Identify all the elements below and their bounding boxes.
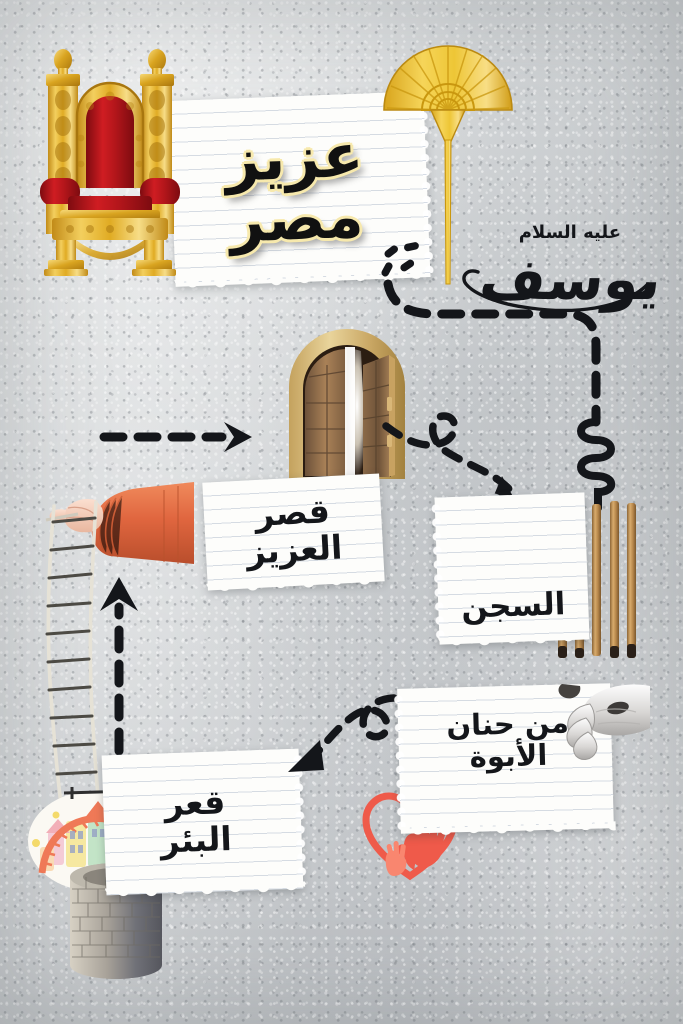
golden-throne-icon (40, 49, 180, 276)
calligraphy-yusuf: يوسف عليه السلام (452, 218, 667, 326)
palace-note-paper: قصر العزيز (202, 473, 385, 591)
egyptian-gold-fan-icon (383, 45, 513, 285)
arched-wooden-door-icon (289, 329, 405, 479)
label-palace: قصر العزيز (245, 491, 344, 572)
grasping-hand-icon (558, 684, 650, 760)
label-well: قعر البئر (159, 782, 233, 861)
well-note-paper: قعر البئر (101, 748, 304, 896)
label-prison: السجن (460, 586, 566, 627)
rope-ladder-icon (45, 500, 103, 828)
orange-sleeve-arm-icon (45, 482, 194, 564)
prison-note-paper: السجن (434, 492, 590, 645)
calligraphy-honorific: عليه السلام (518, 222, 621, 243)
